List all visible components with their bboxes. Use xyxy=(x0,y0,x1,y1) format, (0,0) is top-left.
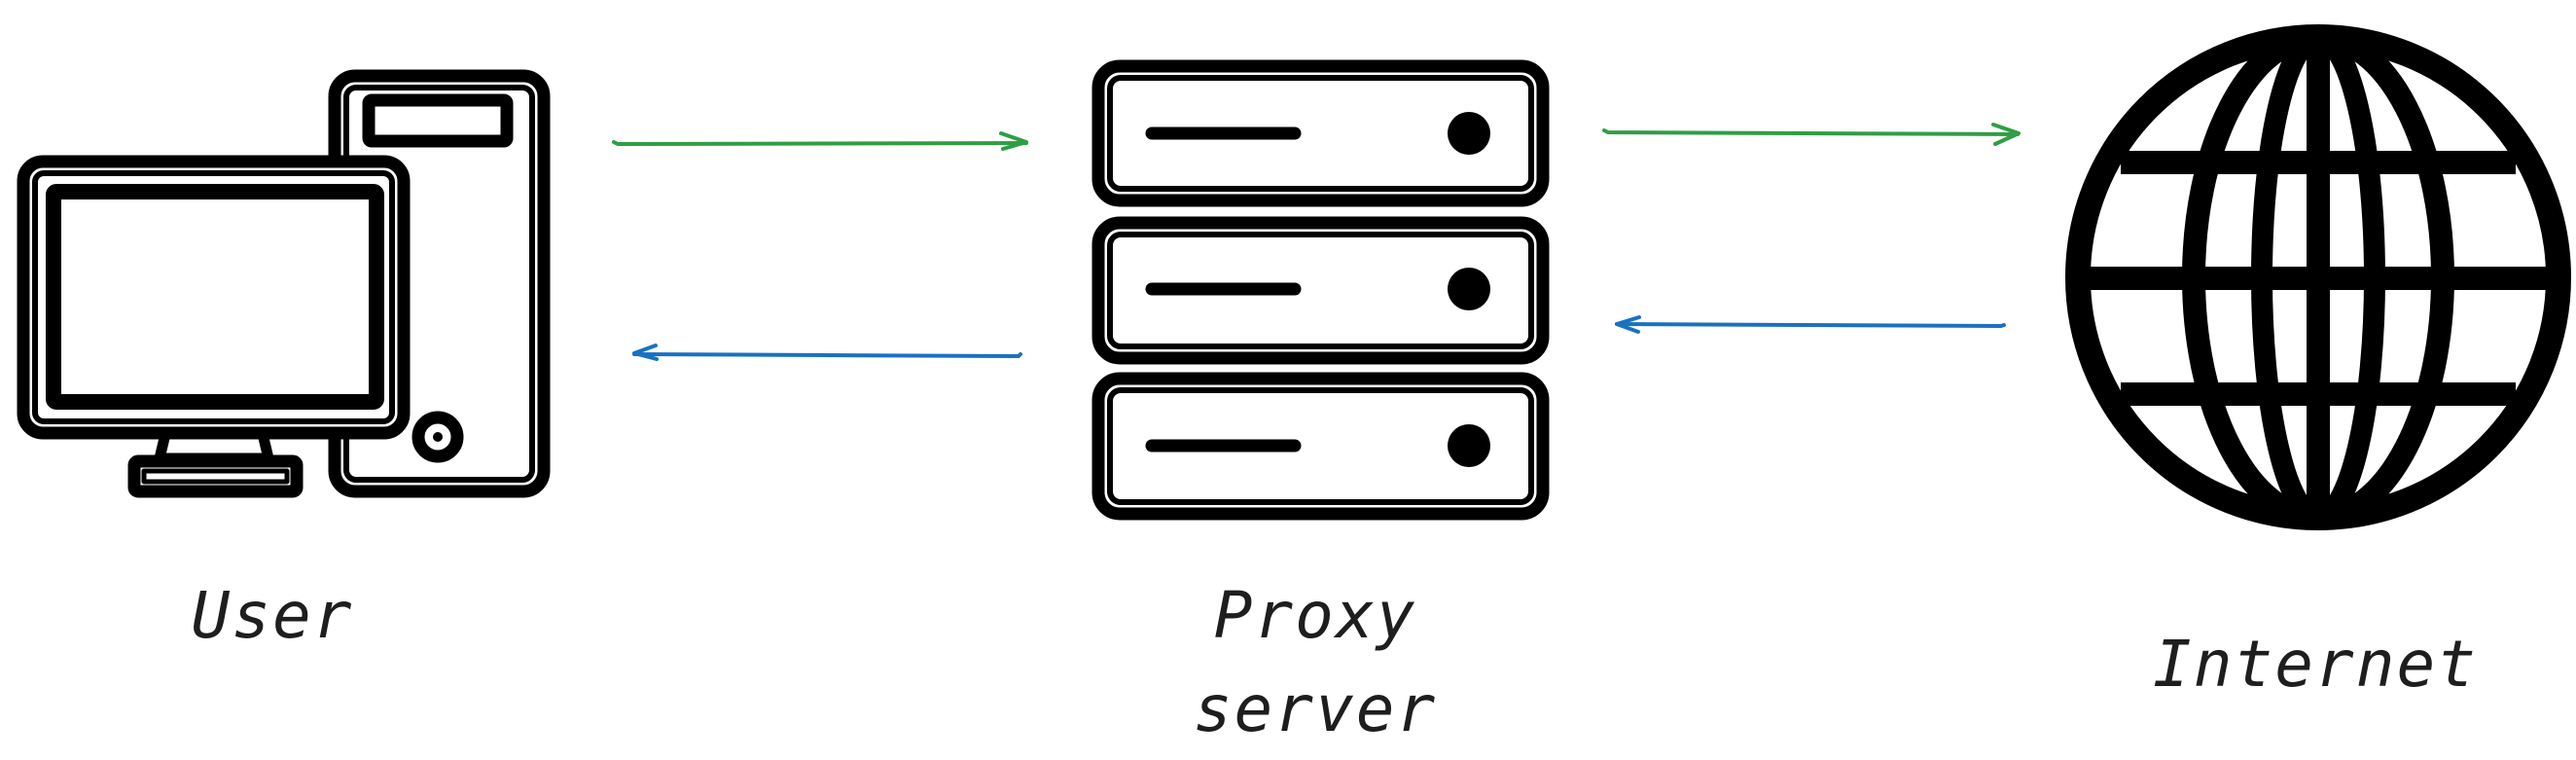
computer-monitor xyxy=(17,155,411,440)
server-unit-top xyxy=(1091,59,1550,207)
computer-monitor-inner xyxy=(32,170,395,424)
arrow-proxy-to-internet xyxy=(1602,123,2021,146)
proxy-server-label-line2: server xyxy=(1193,671,1438,746)
user-label: User xyxy=(191,578,354,653)
internet-label: Internet xyxy=(2153,627,2478,702)
computer-screen xyxy=(46,184,384,410)
server-unit-bottom xyxy=(1091,372,1550,521)
globe-icon xyxy=(2065,24,2571,530)
server-unit-middle xyxy=(1091,216,1550,365)
proxy-server-label-line1: Proxy xyxy=(1213,578,1417,653)
computer-drive-bay xyxy=(362,93,514,148)
computer-power-button xyxy=(411,411,464,463)
arrow-proxy-to-user xyxy=(632,344,1022,361)
arrow-internet-to-proxy xyxy=(1615,315,2006,334)
desktop-computer-icon xyxy=(17,69,551,498)
computer-base xyxy=(127,454,304,498)
arrow-user-to-proxy xyxy=(612,131,1028,151)
server-rack-icon xyxy=(1091,59,1550,521)
